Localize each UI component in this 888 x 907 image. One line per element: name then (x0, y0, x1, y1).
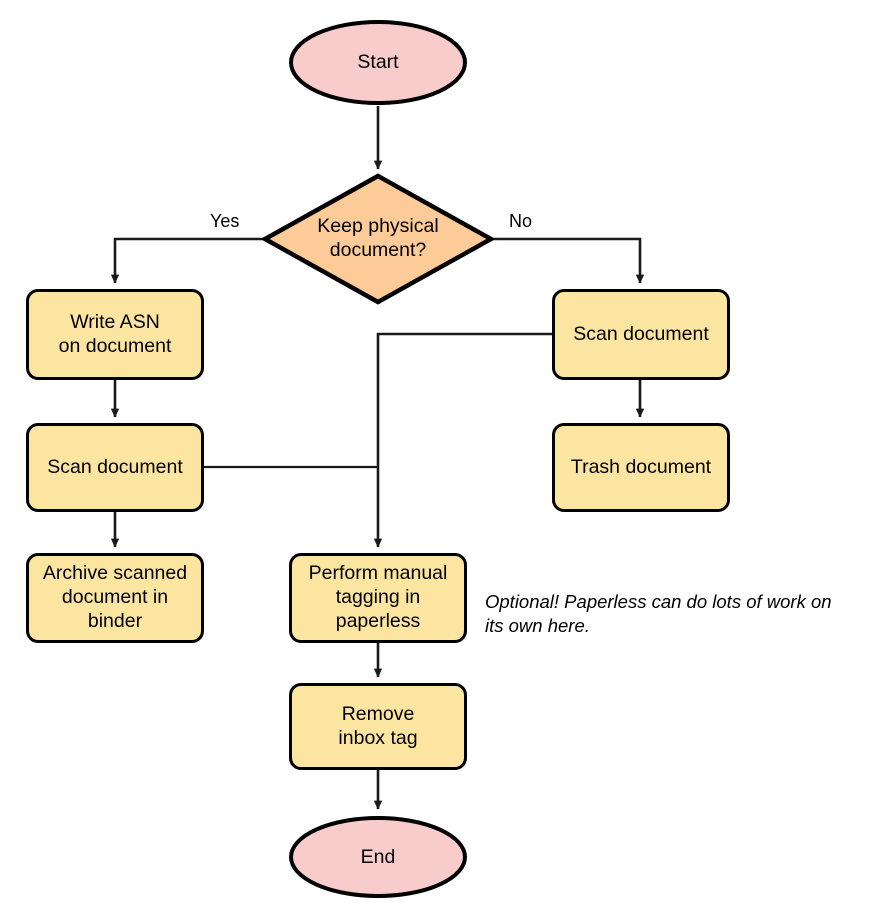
edge-scan-right-to-tagging (373, 332, 552, 548)
node-decision-keep-physical-document[interactable]: Keep physical document? (262, 173, 494, 305)
node-decision-label: Keep physical document? (317, 215, 439, 261)
node-scan-document-right[interactable]: Scan document (552, 289, 730, 380)
node-remove-inbox-tag[interactable]: Remove inbox tag (289, 683, 467, 770)
node-start[interactable]: Start (288, 19, 468, 106)
node-end[interactable]: End (288, 815, 468, 899)
ellipse-shape (289, 816, 467, 898)
annotation-optional-note: Optional! Paperless can do lots of work … (485, 591, 832, 637)
edge-decision-yes-to-write-asn (110, 237, 263, 284)
edge-decision-no-to-scan-right (493, 237, 645, 284)
ellipse-shape (289, 20, 467, 105)
node-scan-document-left[interactable]: Scan document (26, 423, 204, 512)
diamond-shape (262, 173, 494, 305)
node-write-asn-on-document[interactable]: Write ASN on document (26, 289, 204, 380)
node-perform-manual-tagging[interactable]: Perform manual tagging in paperless (289, 553, 467, 643)
edge-label-yes: Yes (210, 211, 240, 231)
node-start-label: Start (357, 51, 399, 73)
edge-label-no: No (509, 211, 533, 231)
node-trash-document[interactable]: Trash document (552, 423, 730, 512)
node-end-label: End (360, 845, 396, 868)
node-archive-scanned-document[interactable]: Archive scanned document in binder (26, 553, 204, 643)
